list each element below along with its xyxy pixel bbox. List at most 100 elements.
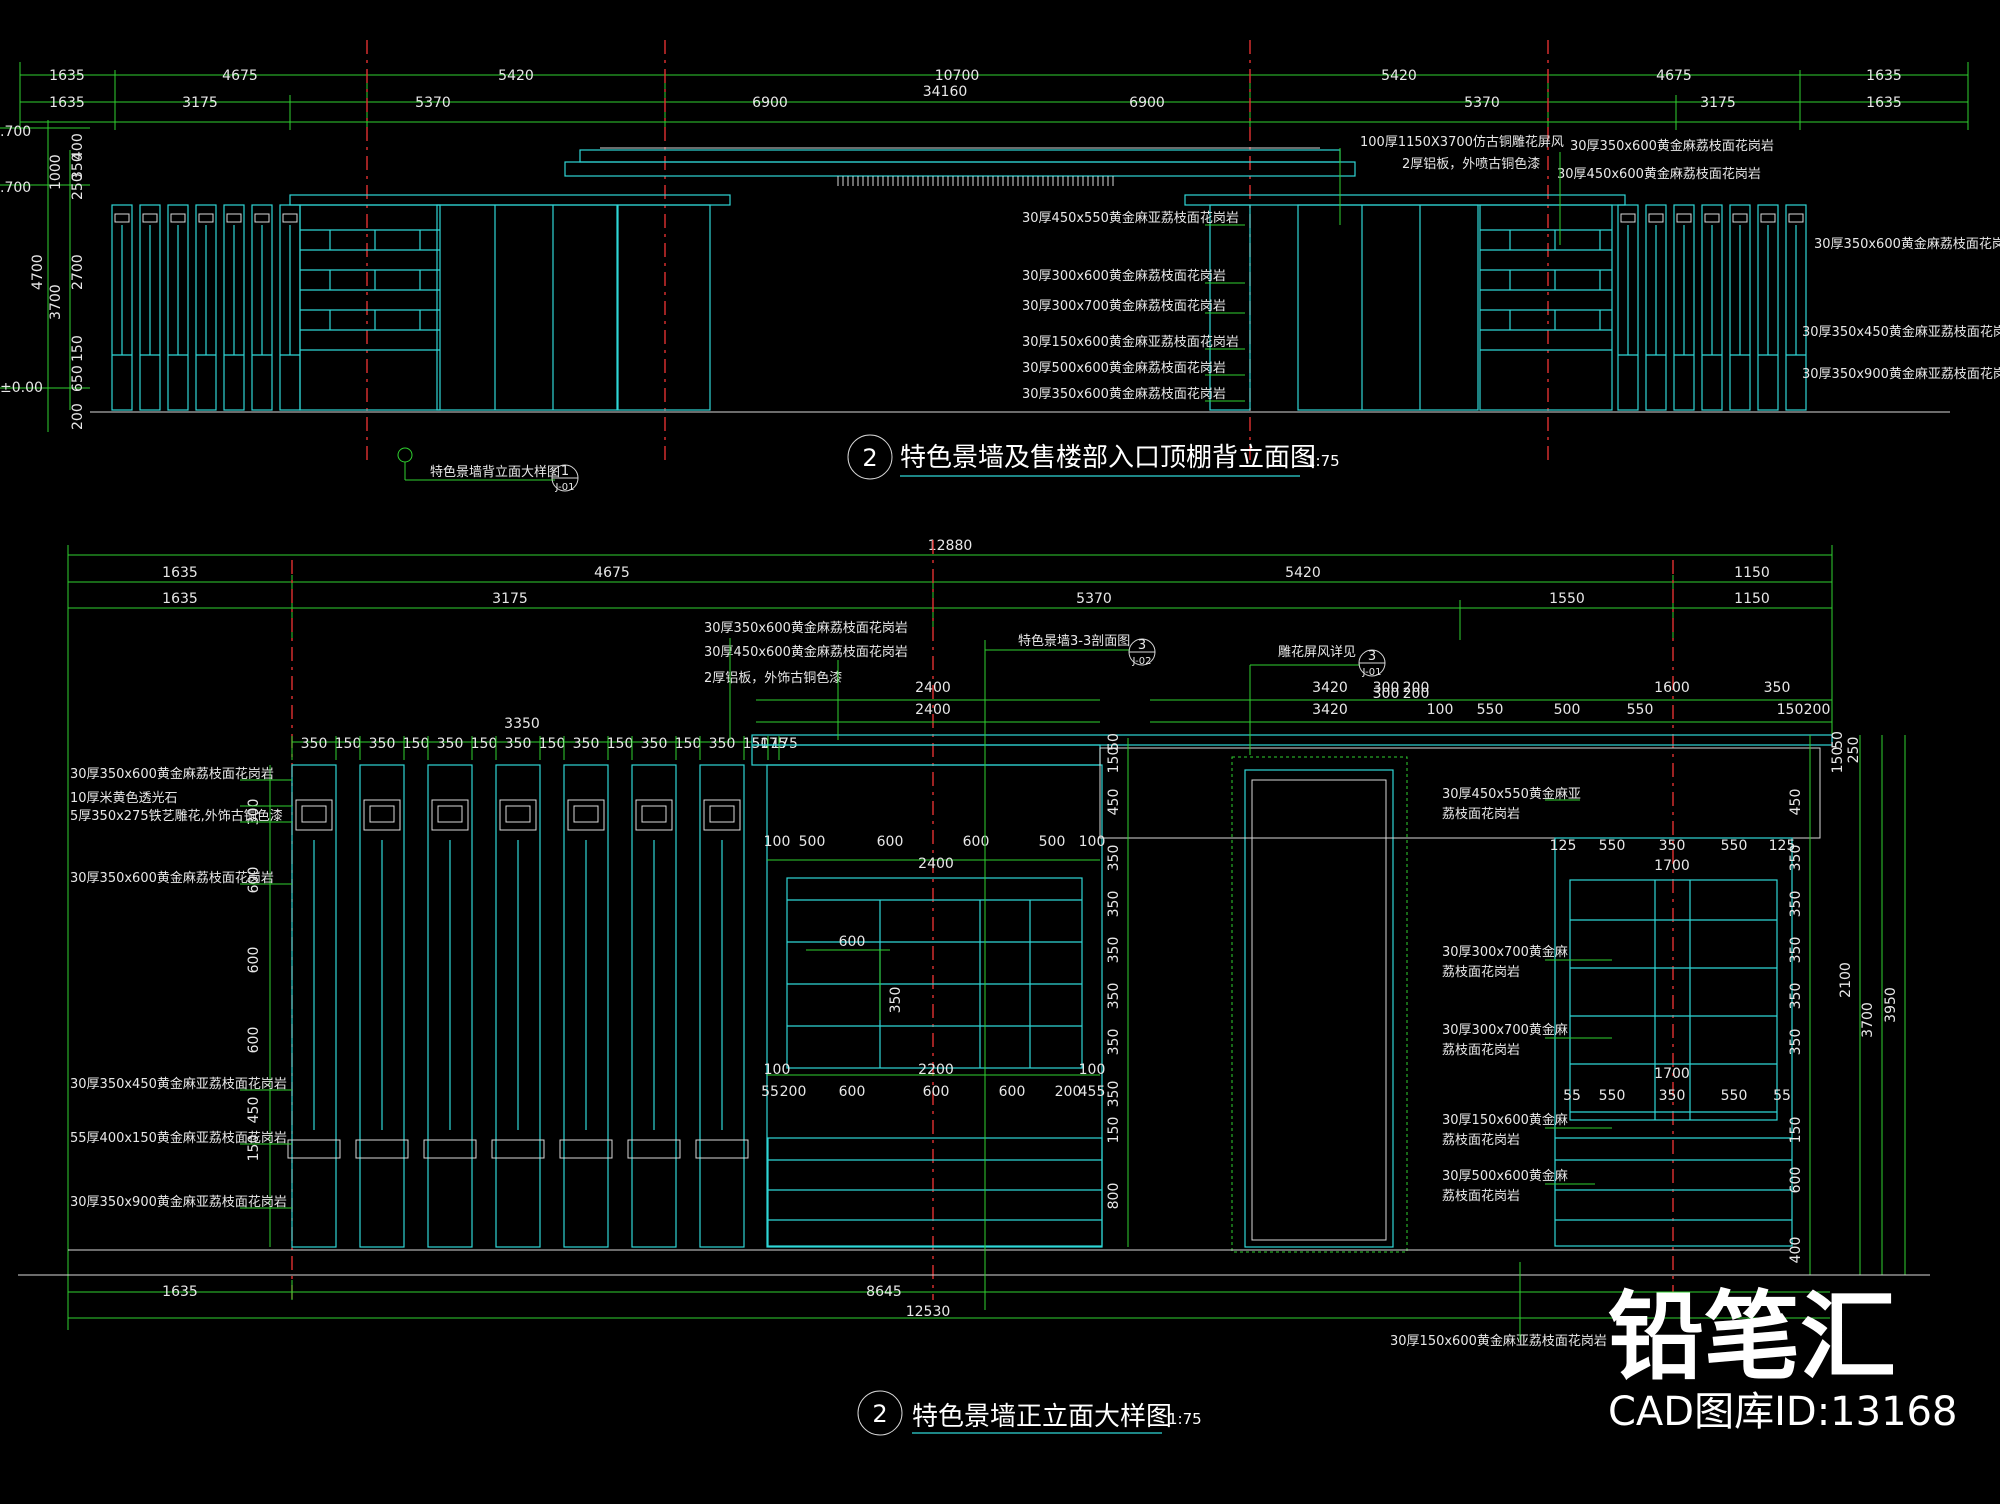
pier-dim-label: 175: [771, 736, 798, 752]
left-dim-9: 150: [70, 335, 86, 362]
vert-dim-right: 3950: [1883, 987, 1899, 1023]
wall-a-dim: 55: [761, 1084, 779, 1100]
top-ann-13: 30厚350x900黄金麻亚荔枝面花岗岩: [1802, 366, 2000, 382]
vert-dim-right: 2100: [1838, 962, 1854, 998]
vert-dim-right: 400: [1788, 1237, 1804, 1264]
top-pier-ornament: [198, 213, 214, 223]
bl-ann-7: 30厚350x900黄金麻亚荔枝面花岗岩: [70, 1194, 287, 1210]
wall-b-dim: 1700: [1654, 858, 1690, 874]
top-pier-ornament: [1648, 213, 1664, 223]
top-pier: [1617, 204, 1639, 411]
vert-dim-right: 50: [1830, 731, 1846, 749]
top-stone-walls: [299, 204, 1613, 411]
vert-dim-mid: 800: [1106, 1183, 1122, 1210]
vert-dim-right: 3700: [1860, 1002, 1876, 1038]
bottom-dim-ticks: [67, 545, 1833, 1330]
left-dim-5: 4700: [30, 254, 46, 290]
pier-dim-label: 150: [539, 736, 566, 752]
mid-dim: 350: [1764, 680, 1791, 696]
bottom-dim-r1-2: 4675: [594, 565, 630, 581]
brand-watermark: 铅笔汇: [1608, 1281, 1896, 1393]
wall-b-dim: 550: [1721, 838, 1748, 854]
wall-b-dim: 125: [1769, 838, 1796, 854]
pier-dim-label: 350: [369, 736, 396, 752]
detail-ref-label: 特色景墙背立面大样图: [430, 464, 560, 480]
top-annotations: 100厚1150X3700仿古铜雕花屏风 2厚铝板，外喷古铜色漆 30厚350x…: [1022, 134, 2000, 402]
top-pier: [111, 204, 133, 411]
detail-ref-num: 1: [561, 464, 569, 479]
pier: [631, 764, 677, 1248]
pier-dim-label: 350: [505, 736, 532, 752]
wall-a-dim: 500: [799, 834, 826, 850]
top-ann-12: 30厚350x450黄金麻亚荔枝面花岗岩: [1802, 324, 2000, 340]
wall-a-dim: 600: [963, 834, 990, 850]
wall-a-dim: 600: [923, 1084, 950, 1100]
left-dim-6: 3700: [48, 284, 64, 320]
pier-ornament-inner: [641, 805, 667, 823]
bottom-title-number: 2: [872, 1400, 887, 1428]
wall-a-dim: 2200: [918, 1062, 954, 1078]
wall-b-dim: 350: [1659, 1088, 1686, 1104]
top-elevation: 34160 1635 4675 5420 10700 5420 4675 163…: [0, 40, 2000, 493]
vert-dim-right: 350: [1788, 891, 1804, 918]
bottom-piers: [287, 764, 749, 1248]
wall-b-dim: 550: [1721, 1088, 1748, 1104]
br-ann-1: 30厚450x550黄金麻亚: [1442, 786, 1581, 802]
top-ann-7: 30厚300x700黄金麻荔枝面花岗岩: [1022, 298, 1226, 314]
pier: [359, 764, 405, 1248]
bl-ann-4: 30厚350x600黄金麻荔枝面花岗岩: [70, 870, 274, 886]
left-dim-1: 1000: [48, 154, 64, 190]
top-pier-ornament: [114, 213, 130, 223]
bottom-elevation: 12880 1635 4675 5420 1150 1635 3175 5370…: [18, 538, 1930, 1436]
top-pier: [1785, 204, 1807, 411]
top-ann-11: 30厚350x600黄金麻荔枝面花岗岩: [1814, 236, 2000, 252]
pier-ornament: [635, 799, 673, 831]
top-left-levels: .700 .700 ±0.00 1000 250 350 400 4700 37…: [0, 120, 90, 432]
top-pier: [1701, 204, 1723, 411]
detail-ref-sheet: J-01: [555, 482, 575, 493]
br-ann-4: 荔枝面花岗岩: [1442, 964, 1520, 980]
pier-dim-label: 150: [607, 736, 634, 752]
bottom-dim-r2-3: 5370: [1076, 591, 1112, 607]
pier-dim-label: 150: [471, 736, 498, 752]
bottom-title: 特色景墙正立面大样图: [912, 1402, 1172, 1432]
library-id: CAD图库ID:13168: [1608, 1389, 1957, 1435]
top-pier-ornament: [1788, 213, 1804, 223]
pier-dim-label: 350: [641, 736, 668, 752]
wall-a-dim: 500: [1039, 834, 1066, 850]
mid-dim: 300: [1373, 680, 1400, 696]
level-3: ±0.00: [0, 380, 43, 396]
pier-dim-label: 150: [743, 736, 770, 752]
screen-door: [1231, 756, 1408, 1253]
vert-dim-left: 600: [246, 947, 262, 974]
left-dim-3: 350: [70, 153, 86, 180]
wall-a-dim: 100: [764, 1062, 791, 1078]
vert-dim-left: 600: [246, 867, 262, 894]
wall-a-dim: 600: [999, 1084, 1026, 1100]
br-ann-7: 30厚150x600黄金麻: [1442, 1112, 1568, 1128]
left-dim-2: 250: [70, 173, 86, 200]
pier-dim-label: 350: [437, 736, 464, 752]
top-dim-r1-7: 1635: [1866, 68, 1902, 84]
top-dim-r2-1: 1635: [49, 95, 85, 111]
top-pier: [1673, 204, 1695, 411]
top-pier-ornament: [254, 213, 270, 223]
pier-ornament: [567, 799, 605, 831]
pier: [563, 764, 609, 1248]
pier-dim-label: 350: [709, 736, 736, 752]
bottom-dim-r1-4: 1150: [1734, 565, 1770, 581]
mid-dim: 2400: [915, 680, 951, 696]
br-ann-8: 荔枝面花岗岩: [1442, 1132, 1520, 1148]
br-ann-2: 荔枝面花岗岩: [1442, 806, 1520, 822]
bottom-dim-r2-5: 1150: [1734, 591, 1770, 607]
bm-ann-3: 2厚铝板，外饰古铜色漆: [704, 670, 842, 686]
pier-dim-label: 150: [403, 736, 430, 752]
top-dim-r2-3: 5370: [415, 95, 451, 111]
vert-dim-right: 350: [1788, 937, 1804, 964]
vert-dim-mid: 150: [1106, 747, 1122, 774]
pier-base-cap: [559, 1139, 613, 1159]
level-1: .700: [0, 124, 31, 140]
wall-a-dim: 100: [1079, 1062, 1106, 1078]
section-ref-num: 3: [1138, 638, 1146, 653]
